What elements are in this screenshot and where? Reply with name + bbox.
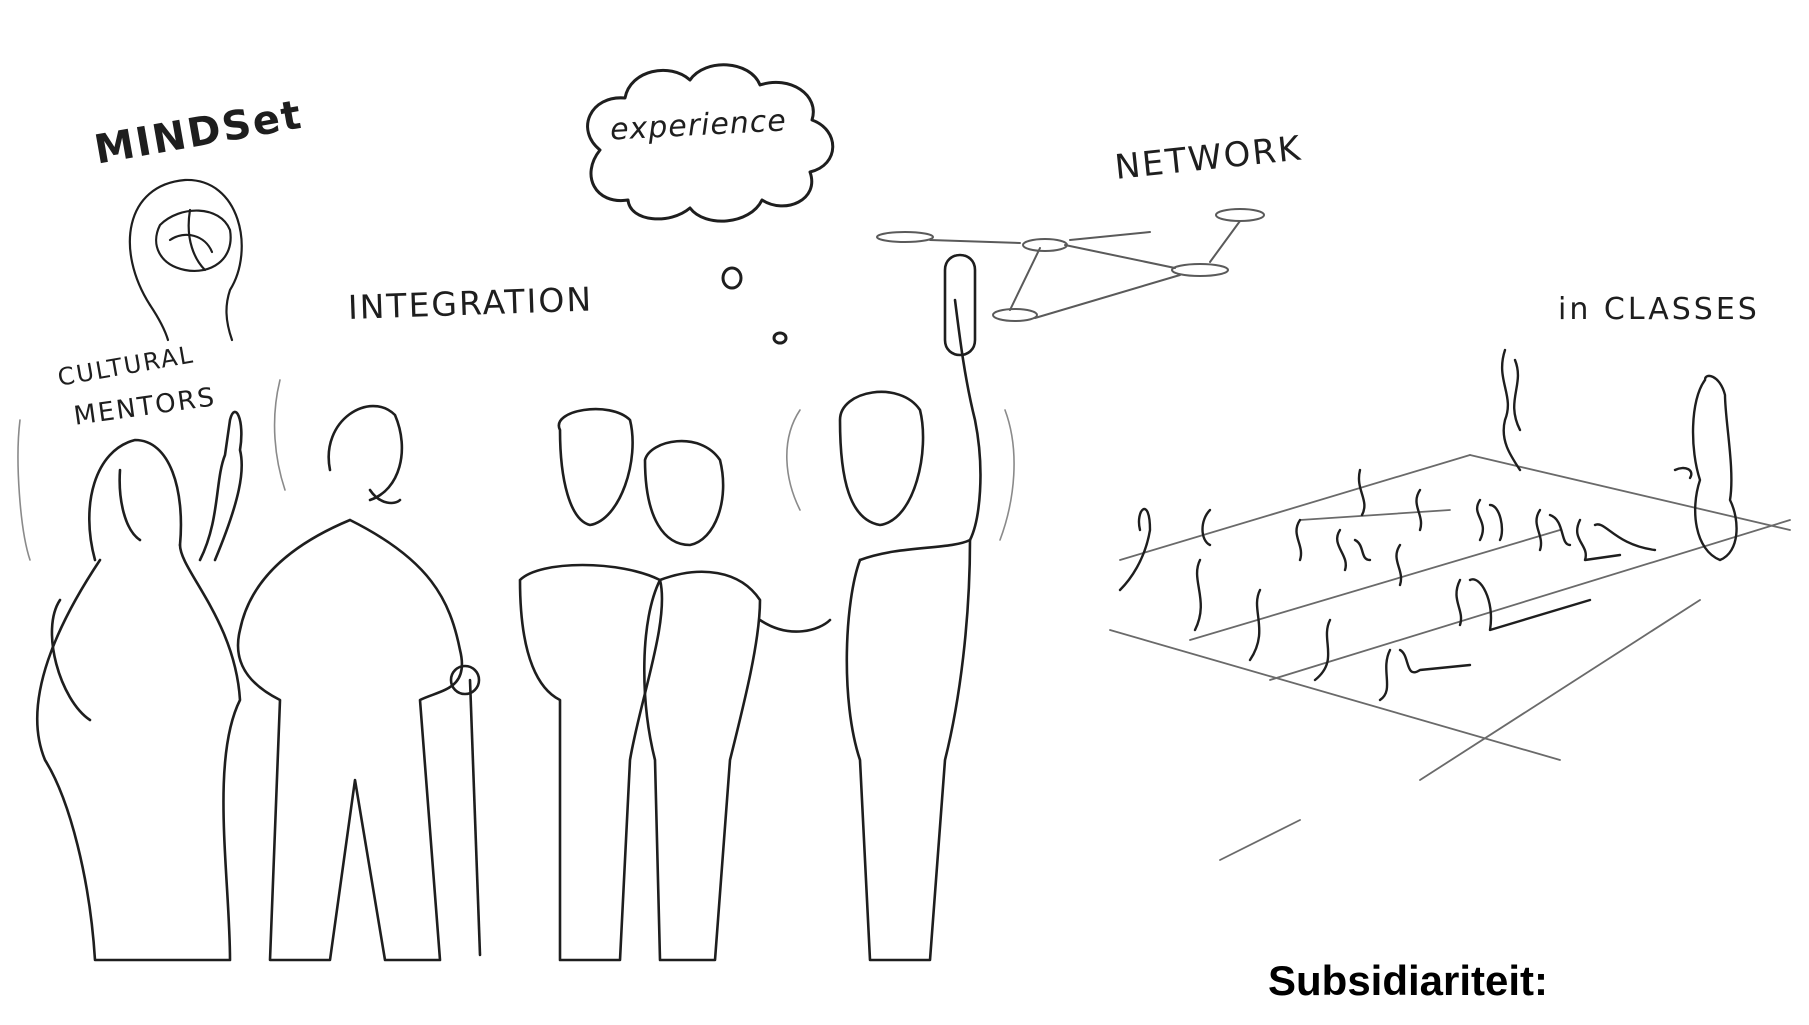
people-group	[17, 253, 1015, 962]
thought-bubble-tiny	[772, 331, 788, 345]
label-in-classes: in CLASSES	[1558, 292, 1760, 327]
network-diagram	[876, 208, 1265, 322]
students	[1118, 468, 1657, 702]
caption-subsidiariteit: Subsidiariteit:	[1268, 957, 1549, 1004]
mindset-head	[128, 178, 243, 342]
thought-bubble-small	[721, 266, 743, 290]
classroom-grid	[1109, 454, 1791, 861]
classroom-people	[1118, 348, 1738, 702]
thought-cloud	[586, 63, 835, 345]
